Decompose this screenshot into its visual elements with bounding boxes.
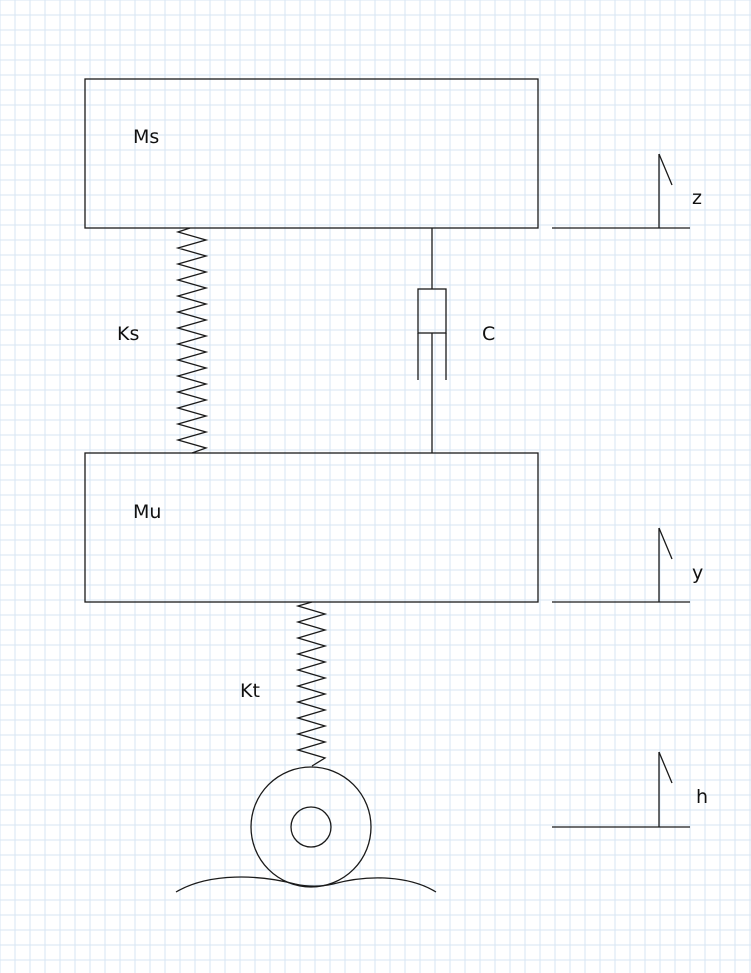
wheel-icon <box>250 766 372 888</box>
road-surface <box>175 876 437 893</box>
body-displacement-label: z <box>692 187 702 209</box>
road-input-indicator <box>552 751 690 828</box>
tire-spring-label: Kt <box>240 680 260 702</box>
wheel-displacement-indicator <box>552 527 690 603</box>
damper <box>417 228 447 453</box>
wheel-displacement-label: y <box>692 562 703 584</box>
damper-label: C <box>482 323 495 345</box>
sprung-mass-block <box>84 78 539 229</box>
suspension-spring <box>175 227 209 454</box>
body-displacement-indicator <box>552 153 690 229</box>
sprung-mass-label: Ms <box>133 126 159 148</box>
tire-spring <box>295 601 328 767</box>
suspension-spring-label: Ks <box>117 323 139 345</box>
unsprung-mass-block <box>84 452 539 603</box>
road-input-label: h <box>696 786 708 808</box>
unsprung-mass-label: Mu <box>133 501 161 523</box>
